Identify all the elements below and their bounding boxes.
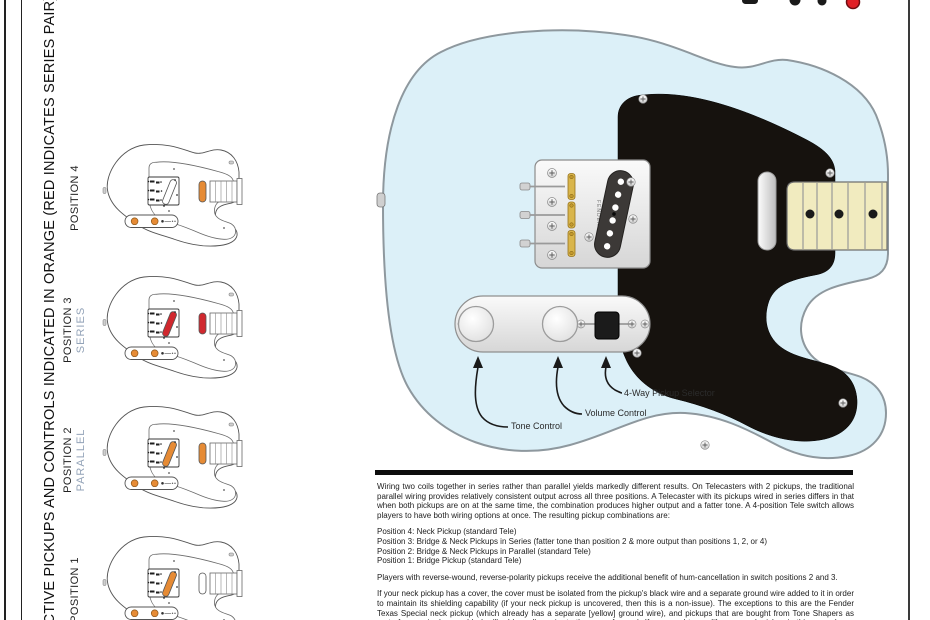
mini-telecaster-diagram bbox=[102, 535, 243, 620]
mini-tone-knob bbox=[130, 479, 139, 488]
mini-neck bbox=[209, 570, 243, 597]
volume-control-arrow bbox=[555, 366, 583, 415]
fretboard bbox=[786, 181, 888, 251]
mini-strap-button bbox=[102, 187, 107, 194]
mini-selector-switch bbox=[161, 352, 176, 355]
mini-pickguard-screws bbox=[168, 430, 225, 491]
mini-neck-pickup bbox=[198, 572, 207, 595]
separator-bar bbox=[375, 470, 853, 475]
annotation-arrows bbox=[474, 366, 623, 428]
control-plate bbox=[454, 295, 651, 353]
position-label-text: POSITION 4 bbox=[68, 165, 81, 231]
mini-selector-switch bbox=[161, 612, 176, 615]
position-sublabel-text: SERIES bbox=[75, 306, 87, 354]
mini-bridge-saddles bbox=[147, 572, 163, 594]
position-label: POSITION 4 bbox=[58, 143, 92, 253]
mini-strap-button bbox=[102, 449, 107, 456]
mini-pickup-screws bbox=[163, 441, 178, 469]
mini-pickguard-screws bbox=[168, 300, 225, 361]
volume-control-label: Volume Control bbox=[585, 408, 647, 418]
position-2-diagram-block: POSITION 2 PARALLEL bbox=[18, 398, 278, 528]
position-label: POSITION 2 PARALLEL bbox=[58, 405, 92, 515]
selector-label: 4-Way Pickup Selector bbox=[624, 388, 715, 398]
arrow-heads bbox=[473, 356, 611, 368]
brass-saddles bbox=[567, 173, 576, 257]
neck-pickup bbox=[757, 171, 777, 251]
mini-strap-button bbox=[102, 319, 107, 326]
mini-neck-pickup bbox=[198, 442, 207, 465]
mini-selector-switch bbox=[161, 482, 176, 485]
position-3-diagram-block: POSITION 3 SERIES bbox=[18, 268, 278, 398]
tone-control-label: Tone Control bbox=[511, 421, 563, 431]
mini-neck-pickup bbox=[198, 180, 207, 203]
cover-note-paragraph: If your neck pickup has a cover, the cov… bbox=[377, 589, 854, 620]
selector-arrow bbox=[604, 366, 623, 394]
mini-volume-knob bbox=[150, 479, 159, 488]
page-border-left bbox=[4, 0, 6, 620]
brand-logo-cropped bbox=[742, 0, 861, 10]
position-1-diagram-block: POSITION 1 bbox=[18, 528, 278, 620]
mini-neck bbox=[209, 440, 243, 467]
list-item: Position 1: Bridge Pickup (standard Tele… bbox=[377, 556, 522, 566]
mini-neck bbox=[209, 310, 243, 337]
wiring-article: Wiring two coils together in series rath… bbox=[377, 482, 854, 620]
mini-strap-button-2 bbox=[228, 160, 234, 165]
sidebar-divider-line bbox=[21, 0, 22, 620]
mini-tone-knob bbox=[130, 217, 139, 226]
mini-selector-switch bbox=[161, 220, 176, 223]
mini-telecaster-diagram bbox=[102, 405, 243, 509]
mini-pickup-screws bbox=[163, 571, 178, 599]
mini-volume-knob bbox=[150, 349, 159, 358]
mini-telecaster-diagram bbox=[102, 143, 243, 247]
position-label-text: POSITION 2 bbox=[62, 427, 74, 493]
mini-strap-button-2 bbox=[228, 422, 234, 427]
mini-bridge-saddles bbox=[147, 442, 163, 464]
mini-volume-knob bbox=[150, 217, 159, 226]
intro-paragraph: Wiring two coils together in series rath… bbox=[377, 482, 854, 520]
list-item: Position 3: Bridge & Neck Pickups in Ser… bbox=[377, 536, 767, 546]
tone-knob bbox=[457, 305, 495, 343]
position-label-text: POSITION 1 bbox=[68, 557, 81, 620]
list-item: Position 2: Bridge & Neck Pickups in Par… bbox=[377, 546, 591, 556]
position-4-diagram-block: POSITION 4 bbox=[18, 136, 278, 266]
main-telecaster-diagram: FENDER bbox=[376, 29, 889, 460]
selector-switch bbox=[594, 311, 620, 340]
mini-telecaster-diagram bbox=[102, 275, 243, 379]
mini-strap-button-2 bbox=[228, 552, 234, 557]
mini-pickguard-screws bbox=[168, 168, 225, 229]
bridge-pickup bbox=[594, 170, 634, 258]
mini-tone-knob bbox=[130, 349, 139, 358]
bridge-plate: FENDER bbox=[519, 159, 651, 269]
volume-knob bbox=[541, 305, 579, 343]
positions-list: Position 4: Neck Pickup (standard Tele) … bbox=[377, 527, 854, 565]
mini-strap-button bbox=[102, 579, 107, 586]
mini-volume-knob bbox=[150, 609, 159, 618]
list-item: Position 4: Neck Pickup (standard Tele) bbox=[377, 527, 517, 537]
mini-neck-pickup bbox=[198, 312, 207, 335]
mini-bridge-saddles bbox=[147, 312, 163, 334]
mini-neck bbox=[209, 178, 243, 205]
position-label: POSITION 1 bbox=[58, 535, 92, 620]
mini-strap-button-2 bbox=[228, 292, 234, 297]
hum-note-paragraph: Players with reverse-wound, reverse-pola… bbox=[377, 572, 838, 582]
strap-button bbox=[376, 192, 386, 208]
position-label-text: POSITION 3 bbox=[62, 297, 74, 363]
mini-tone-knob bbox=[130, 609, 139, 618]
mini-pickup-screws bbox=[163, 179, 178, 207]
string-ferrules bbox=[519, 182, 565, 248]
position-label: POSITION 3 SERIES bbox=[58, 275, 92, 385]
bridge-pickup-brand-text: FENDER bbox=[595, 200, 601, 227]
tone-control-arrow bbox=[474, 366, 509, 428]
page-border-right bbox=[908, 0, 910, 620]
mini-bridge-saddles bbox=[147, 180, 163, 202]
mini-pickup-screws bbox=[163, 311, 178, 339]
position-sublabel-text: PARALLEL bbox=[75, 428, 87, 492]
pickguard bbox=[617, 93, 858, 442]
